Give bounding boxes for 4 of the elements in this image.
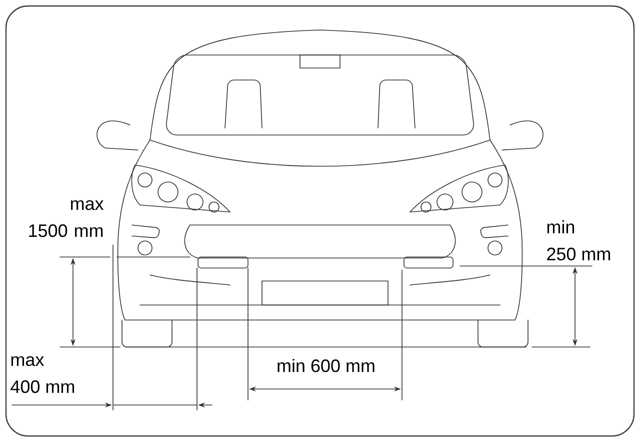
dimension-label: max 1500 mm	[29, 200, 104, 238]
dimension-label: min 250 mm	[547, 220, 610, 260]
dimension-label: min 600 mm	[278, 358, 374, 372]
dimension-label: max 400 mm	[10, 356, 74, 394]
